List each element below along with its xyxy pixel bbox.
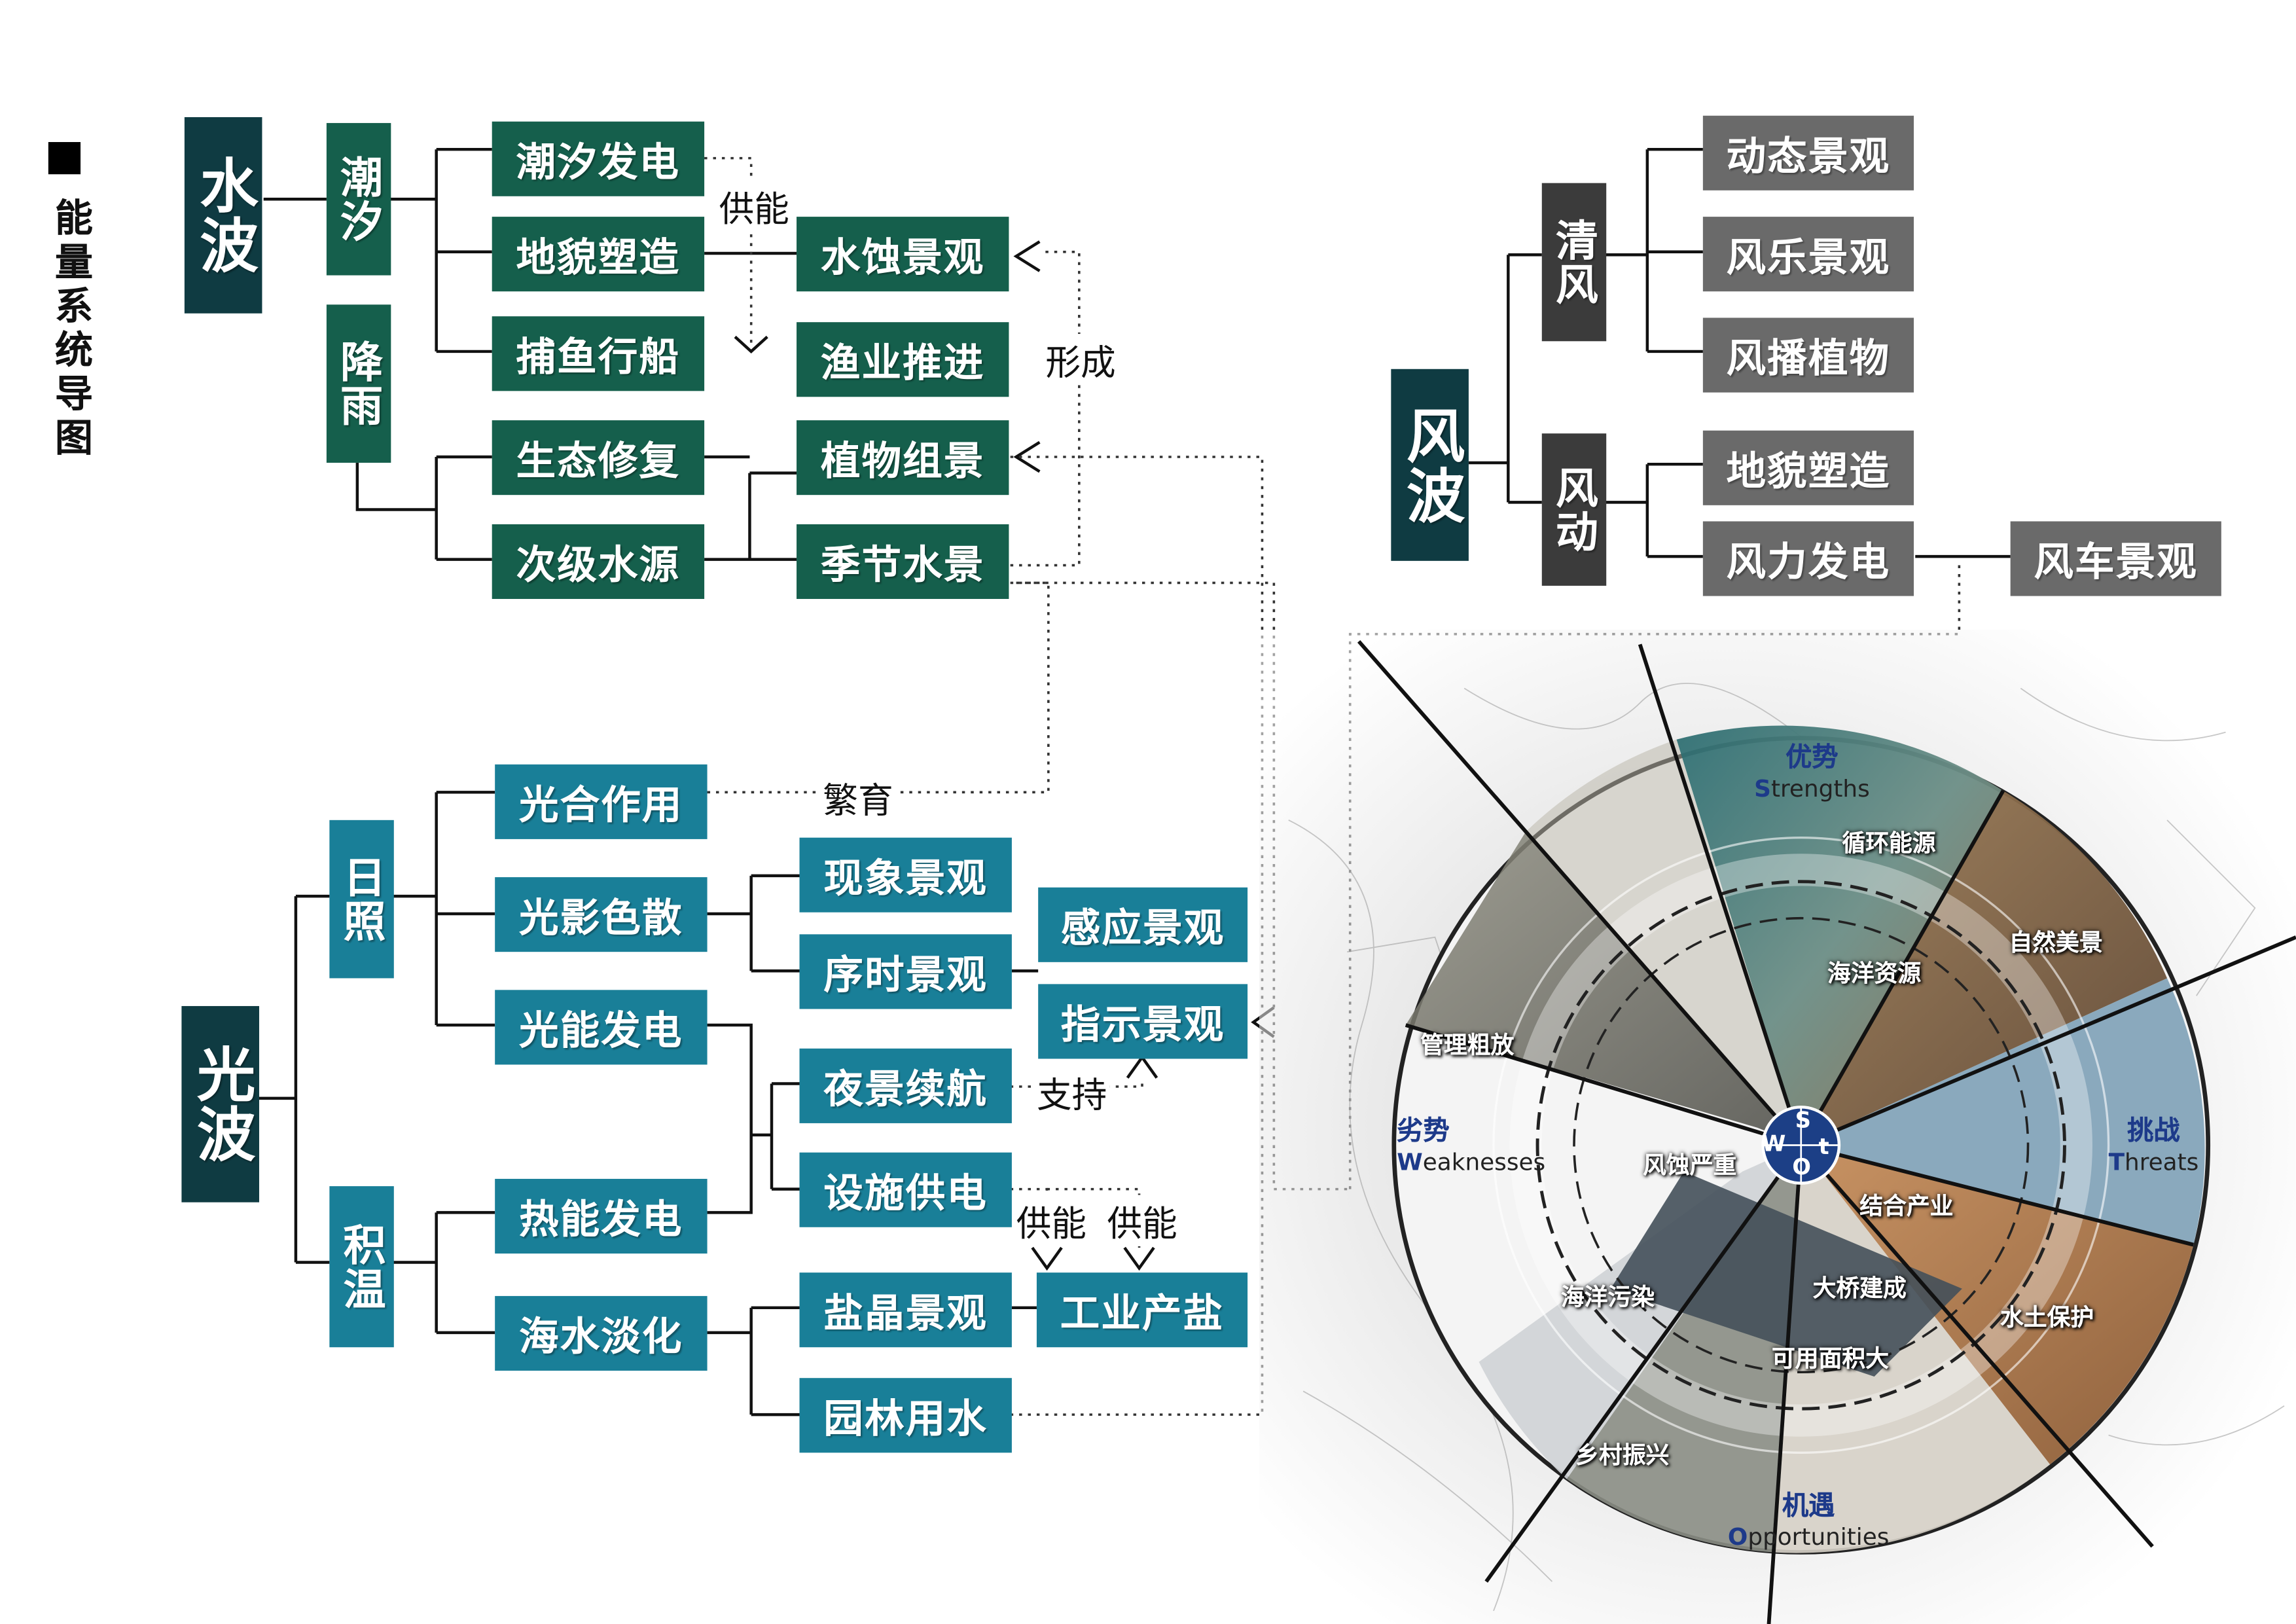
- opportunities-rest: pportunities: [1748, 1523, 1890, 1551]
- opportunities-zh: 机遇: [1782, 1490, 1835, 1522]
- weaknesses-zh: 劣势: [1397, 1115, 1450, 1147]
- side-title: 能量系统导图: [48, 198, 92, 461]
- label-form: 形成: [1042, 334, 1119, 386]
- quadrant-strengths: 优势 Strengths: [1754, 736, 1870, 803]
- quadrant-threats: 挑战 Threats: [2109, 1110, 2199, 1176]
- desalination-node: 海水淡化: [495, 1295, 708, 1371]
- threats-initial: T: [2108, 1147, 2125, 1176]
- wind-power-node: 风力发电: [1702, 521, 1914, 596]
- label-breed: 繁育: [819, 772, 897, 823]
- tide-power-node: 潮汐发电: [492, 121, 705, 196]
- wedge-label-extensive-management: 管理粗放: [1420, 1030, 1515, 1059]
- fishing-boat-node: 捕鱼行船: [492, 316, 705, 391]
- weaknesses-initial: W: [1397, 1147, 1423, 1176]
- quadrant-weaknesses: 劣势 Weaknesses: [1397, 1110, 1545, 1176]
- wedge-label-usable-area: 可用面积大: [1772, 1344, 1890, 1373]
- threats-zh: 挑战: [2127, 1115, 2180, 1147]
- label-support: 支持: [1033, 1066, 1110, 1117]
- facility-power-node: 设施供电: [799, 1152, 1012, 1227]
- light-wave-root: 光波: [181, 1005, 259, 1202]
- wedge-label-rural-revitalization: 乡村振兴: [1575, 1441, 1670, 1469]
- label-supply-water: 供能: [715, 180, 793, 232]
- indicator-landscape-node: 指示景观: [1038, 984, 1248, 1059]
- strengths-initial: S: [1754, 774, 1771, 803]
- thermal-power-node: 热能发电: [495, 1178, 708, 1254]
- photosynthesis-node: 光合作用: [495, 764, 708, 839]
- light-dispersion-node: 光影色散: [495, 877, 708, 952]
- rain-category: 降雨: [326, 304, 391, 463]
- wind-wave-root: 风波: [1391, 369, 1469, 561]
- wedge-label-wind-erosion: 风蚀严重: [1643, 1151, 1737, 1179]
- sequence-landscape-node: 序时景观: [799, 934, 1012, 1009]
- wedge-label-cyclic-energy: 循环能源: [1842, 829, 1936, 857]
- salt-crystal-landscape-node: 盐晶景观: [799, 1272, 1012, 1348]
- plant-grouping-node: 植物组景: [797, 420, 1009, 496]
- solar-power-node: 光能发电: [495, 990, 708, 1065]
- wedge-label-ocean-pollution: 海洋污染: [1560, 1282, 1655, 1311]
- title-marker-square: [48, 142, 81, 175]
- wind-sown-plants-node: 风播植物: [1702, 317, 1914, 393]
- seasonal-waterscape-node: 季节水景: [797, 524, 1009, 600]
- wedge-label-ocean-resources: 海洋资源: [1827, 959, 1922, 987]
- phenomenon-landscape-node: 现象景观: [799, 837, 1012, 912]
- wind-landform-node: 地貌塑造: [1702, 430, 1914, 505]
- threats-rest: hreats: [2125, 1147, 2199, 1176]
- label-supply-1: 供能: [1013, 1195, 1090, 1246]
- swot-center-s: S: [1795, 1107, 1811, 1134]
- accumulated-heat-category: 积温: [329, 1186, 394, 1348]
- water-erosion-landscape-node: 水蚀景观: [797, 217, 1009, 292]
- wedge-label-natural-scenery: 自然美景: [2009, 928, 2103, 956]
- swot-center-t: t: [1818, 1133, 1829, 1160]
- windmill-landscape-node: 风车景观: [2010, 521, 2221, 596]
- wedge-label-bridge-built: 大桥建成: [1812, 1274, 1907, 1302]
- induction-landscape-node: 感应景观: [1038, 887, 1248, 962]
- industrial-salt-node: 工业产盐: [1036, 1272, 1248, 1348]
- wedge-label-soil-conservation: 水土保护: [2000, 1303, 2094, 1331]
- strengths-zh: 优势: [1785, 742, 1839, 774]
- opportunities-initial: O: [1727, 1523, 1748, 1551]
- garden-water-node: 园林用水: [799, 1378, 1012, 1453]
- strengths-rest: trengths: [1770, 774, 1870, 803]
- eco-restoration-node: 生态修复: [492, 420, 705, 496]
- breeze-category: 清风: [1541, 183, 1607, 342]
- sunlight-category: 日照: [329, 820, 394, 979]
- wind-music-landscape-node: 风乐景观: [1702, 217, 1914, 292]
- fishery-node: 渔业推进: [797, 322, 1009, 397]
- secondary-water-source-node: 次级水源: [492, 524, 705, 600]
- weaknesses-rest: eaknesses: [1422, 1147, 1546, 1176]
- wedge-label-industry-integration: 结合产业: [1859, 1192, 1954, 1220]
- night-cruise-node: 夜景续航: [799, 1048, 1012, 1123]
- water-wave-root: 水波: [184, 117, 262, 314]
- label-supply-2: 供能: [1103, 1195, 1181, 1246]
- dynamic-landscape-node: 动态景观: [1702, 115, 1914, 190]
- quadrant-opportunities: 机遇 Opportunities: [1728, 1485, 1890, 1551]
- wind-motion-category: 风动: [1541, 433, 1607, 586]
- landform-shaping-node: 地貌塑造: [492, 217, 705, 292]
- swot-center-o: O: [1792, 1153, 1811, 1181]
- swot-center-w: W: [1761, 1130, 1786, 1157]
- tide-category: 潮汐: [326, 122, 391, 276]
